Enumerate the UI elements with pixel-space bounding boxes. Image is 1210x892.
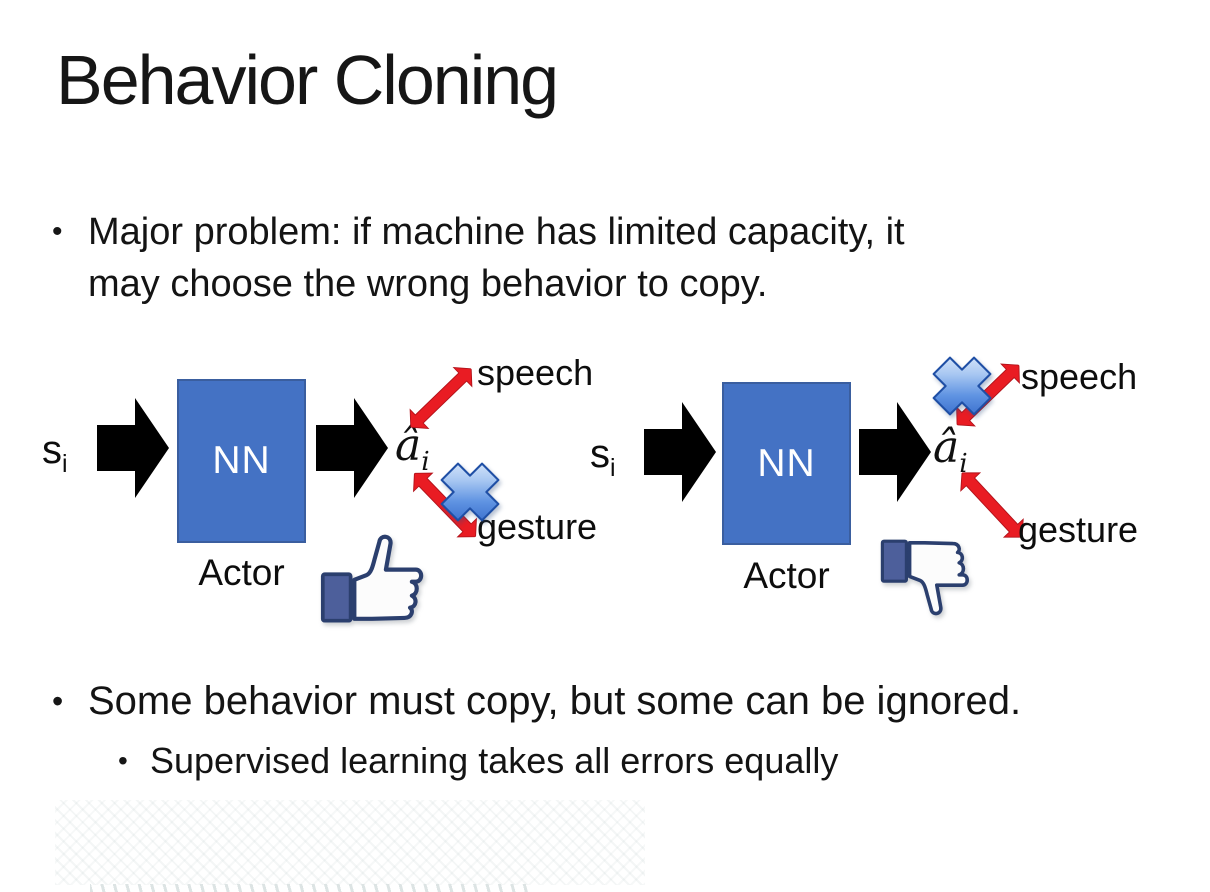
state-symbol: s <box>590 432 610 476</box>
bullet-text: Supervised learning takes all errors equ… <box>150 740 839 781</box>
right-block-arrow-icon <box>316 398 388 498</box>
nn-label: NN <box>757 441 816 485</box>
bullet-marker: • <box>52 215 63 248</box>
state-subscript: i <box>62 451 68 478</box>
action-label-right: âi <box>933 422 968 479</box>
bullet-line-1: Major problem: if machine has limited ca… <box>88 211 905 253</box>
nn-box-right: NN <box>722 382 851 545</box>
nn-box-left: NN <box>177 379 306 543</box>
state-symbol: s <box>42 428 62 472</box>
bullet-major-problem: • Major problem: if machine has limited … <box>52 206 1132 310</box>
gesture-label-right: gesture <box>1018 509 1139 550</box>
cross-out-icon <box>928 352 996 420</box>
bullet-line-2: may choose the wrong behavior to copy. <box>88 263 768 305</box>
thumbs-up-icon <box>320 531 436 625</box>
right-block-arrow-icon <box>644 402 716 502</box>
page-title: Behavior Cloning <box>56 41 559 119</box>
action-symbol: â <box>395 420 422 471</box>
thumbs-down-icon <box>880 530 980 626</box>
state-label-right: si <box>590 432 616 483</box>
clipped-watermark-strip <box>90 884 530 892</box>
bullet-marker: • <box>118 745 128 776</box>
bullet-text: Major problem: if machine has limited ca… <box>88 206 905 310</box>
bullet-text: Some behavior must copy, but some can be… <box>88 679 1022 723</box>
actor-label-left: Actor <box>198 552 285 593</box>
right-block-arrow-icon <box>859 402 931 502</box>
bullet-supervised-learning: • Supervised learning takes all errors e… <box>118 738 1168 784</box>
gesture-label-left: gesture <box>477 506 598 547</box>
speech-label-left: speech <box>477 352 594 393</box>
nn-label: NN <box>212 439 271 482</box>
action-label-left: âi <box>395 420 430 477</box>
double-arrow-speech-icon <box>400 358 481 438</box>
state-label-left: si <box>42 428 68 479</box>
actor-label-right: Actor <box>743 555 830 596</box>
state-subscript: i <box>610 455 616 482</box>
speech-label-right: speech <box>1021 356 1138 397</box>
action-subscript: i <box>421 445 430 477</box>
cross-out-icon <box>436 458 504 526</box>
bullet-some-behavior: • Some behavior must copy, but some can … <box>52 676 1172 726</box>
bullet-marker: • <box>52 683 64 719</box>
action-symbol: â <box>933 422 960 473</box>
action-subscript: i <box>959 447 968 479</box>
double-arrow-gesture-icon <box>951 463 1033 548</box>
watermark-texture <box>55 800 645 885</box>
right-block-arrow-icon <box>97 398 169 498</box>
